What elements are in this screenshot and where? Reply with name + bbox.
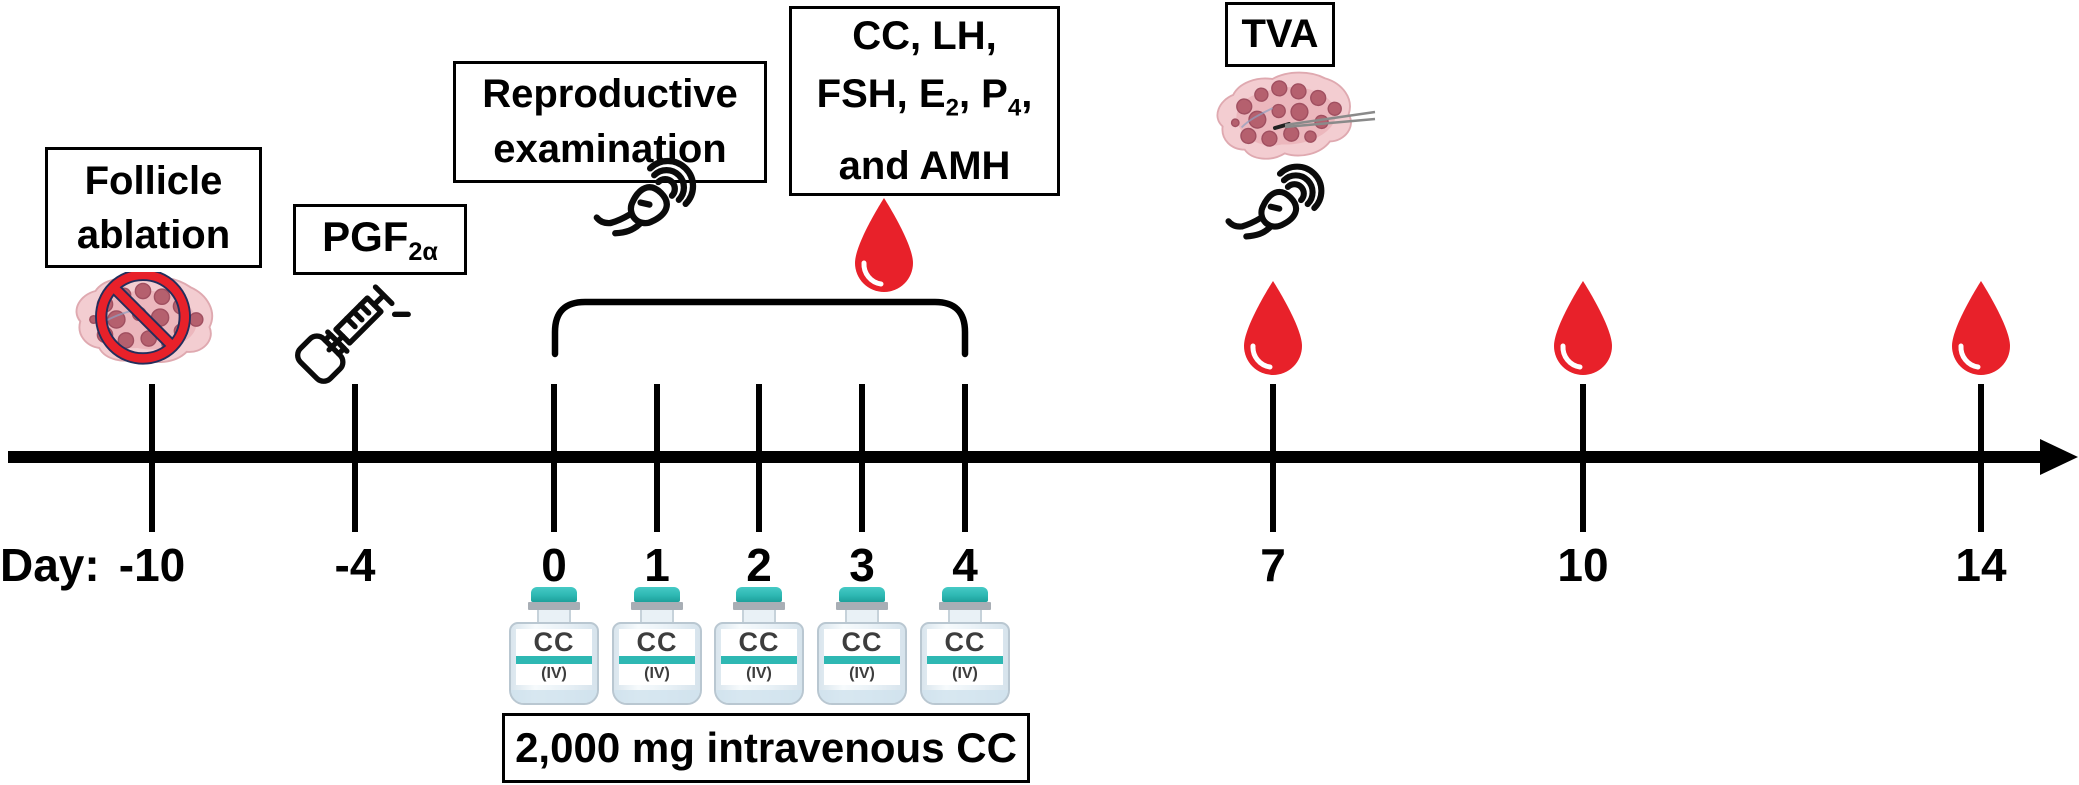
vial-iv-text: (IV) (849, 665, 875, 682)
day-label-7: 7 (1260, 539, 1286, 591)
pgf2a-box: PGF2α (293, 204, 467, 275)
reproductive-examination-box: Reproductive examination (453, 61, 767, 183)
cc-vial-icon: CC (IV) (816, 587, 908, 705)
vial-neck (742, 610, 776, 622)
vial-label: CC (IV) (927, 629, 1003, 685)
cc-dose-box: 2,000 mg intravenous CC (502, 713, 1030, 783)
vial-label: CC (IV) (721, 629, 797, 685)
cc-dose-label: 2,000 mg intravenous CC (515, 724, 1017, 771)
vial-cc-text: CC (841, 627, 883, 657)
follicle-ablation-line1: Follicle (84, 158, 223, 203)
timeline-tick-day-1 (654, 384, 660, 532)
hormone-panel-box: CC, LH, FSH, E2, P4, and AMH (789, 6, 1060, 196)
tva-box: TVA (1225, 2, 1335, 67)
vial-neck (845, 610, 879, 622)
hormone-panel-line1: CC, LH, (852, 13, 997, 58)
vial-body: CC (IV) (714, 622, 804, 705)
vial-cc-text: CC (636, 627, 678, 657)
reproductive-examination-line1: Reproductive (482, 72, 738, 116)
vial-body: CC (IV) (920, 622, 1010, 705)
hormone-panel-line2: FSH, E2, P4, (816, 71, 1033, 122)
vial-neck (948, 610, 982, 622)
day-axis-prefix: Day: (0, 539, 100, 591)
blood-drop-icon (1948, 278, 2014, 385)
ovary-ablation-prohibited-icon (67, 268, 219, 372)
blood-drop-icon (1240, 278, 1306, 385)
vial-label-stripe (619, 656, 695, 664)
timeline-tick-day-4 (962, 384, 968, 532)
vial-label-stripe (824, 656, 900, 664)
timeline-tick-day-2 (756, 384, 762, 532)
follicle-ablation-line2: ablation (76, 212, 231, 257)
reproductive-examination-line2: examination (493, 127, 727, 171)
timeline-arrowhead-icon (2040, 439, 2078, 475)
vial-iv-text: (IV) (952, 665, 978, 682)
cc-vial-icon: CC (IV) (713, 587, 805, 705)
vial-neck (537, 610, 571, 622)
day-label-3: 3 (849, 539, 875, 591)
vial-cap (839, 587, 885, 602)
vial-ring (528, 602, 580, 610)
vial-label-stripe (721, 656, 797, 664)
cc-vial-icon: CC (IV) (919, 587, 1011, 705)
timeline-tick-day-0 (551, 384, 557, 532)
vial-cap (634, 587, 680, 602)
ultrasound-probe-icon (588, 150, 704, 271)
ovary-needle-aspiration-icon (1205, 64, 1380, 173)
vial-body: CC (IV) (509, 622, 599, 705)
vial-liquid (614, 690, 700, 703)
cc-vial-icon: CC (IV) (611, 587, 703, 705)
vial-iv-text: (IV) (746, 665, 772, 682)
vial-label: CC (IV) (824, 629, 900, 685)
timeline-tick-day-7 (1270, 384, 1276, 532)
ultrasound-probe-icon (1220, 156, 1332, 273)
vial-label-stripe (516, 656, 592, 664)
vial-liquid (511, 690, 597, 703)
day-label-2: 2 (746, 539, 772, 591)
vial-ring (733, 602, 785, 610)
vial-cc-text: CC (944, 627, 986, 657)
vial-body: CC (IV) (817, 622, 907, 705)
vial-liquid (922, 690, 1008, 703)
vial-ring (631, 602, 683, 610)
blood-drop-icon (851, 195, 917, 302)
day-label-0: 0 (541, 539, 567, 591)
day-label-10: 10 (1557, 539, 1609, 591)
day-label-14: 14 (1955, 539, 2007, 591)
timeline-tick-day-14 (1978, 384, 1984, 532)
vial-cap (942, 587, 988, 602)
day-label-1: 1 (644, 539, 670, 591)
days-0-4-bracket (551, 298, 969, 358)
timeline-tick-day-10 (1580, 384, 1586, 532)
vial-body: CC (IV) (612, 622, 702, 705)
vial-iv-text: (IV) (644, 665, 670, 682)
timeline-tick-day--4 (352, 384, 358, 532)
vial-cc-text: CC (738, 627, 780, 657)
vial-cap (736, 587, 782, 602)
day-label--4: -4 (334, 539, 376, 591)
vial-cap (531, 587, 577, 602)
vial-liquid (716, 690, 802, 703)
pgf2a-label: PGF2α (322, 212, 438, 266)
timeline-tick-day--10 (149, 384, 155, 532)
vial-neck (640, 610, 674, 622)
cc-vial-icon: CC (IV) (508, 587, 600, 705)
vial-cc-text: CC (533, 627, 575, 657)
blood-drop-icon (1550, 278, 1616, 385)
syringe-vial-icon (278, 264, 413, 404)
vial-label: CC (IV) (619, 629, 695, 685)
vial-iv-text: (IV) (541, 665, 567, 682)
timeline-axis (8, 451, 2042, 463)
timeline-tick-day-3 (859, 384, 865, 532)
follicle-ablation-box: Follicle ablation (45, 147, 262, 268)
hormone-panel-line3: and AMH (838, 144, 1011, 189)
tva-label: TVA (1241, 12, 1319, 56)
vial-label-stripe (927, 656, 1003, 664)
day-label--10: -10 (118, 539, 186, 591)
vial-label: CC (IV) (516, 629, 592, 685)
vial-ring (939, 602, 991, 610)
vial-liquid (819, 690, 905, 703)
vial-ring (836, 602, 888, 610)
day-label-4: 4 (952, 539, 978, 591)
